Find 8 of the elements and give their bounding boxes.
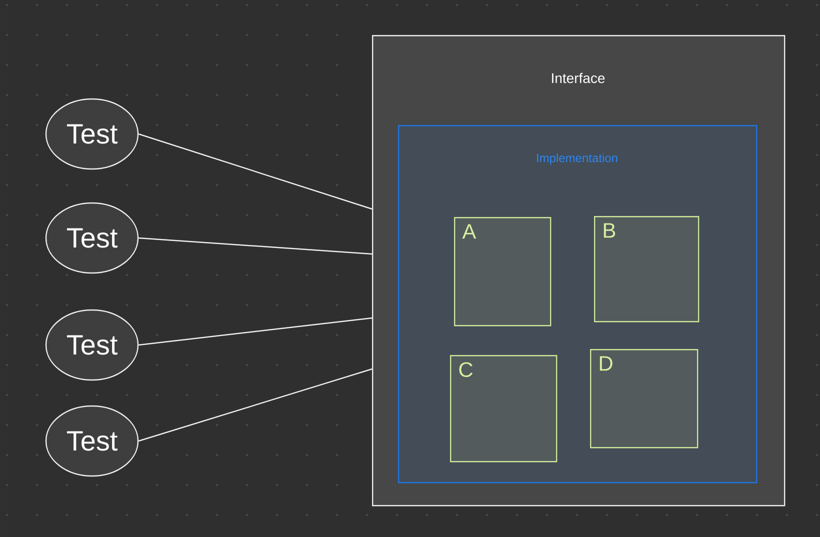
connector-line (138, 133, 372, 210)
component-box: B (594, 216, 700, 322)
connector-line (138, 317, 372, 346)
component-box: D (590, 348, 698, 448)
connector-line (138, 368, 372, 442)
component-box: C (450, 355, 558, 462)
connector-line (138, 237, 372, 255)
component-box: A (454, 217, 552, 326)
